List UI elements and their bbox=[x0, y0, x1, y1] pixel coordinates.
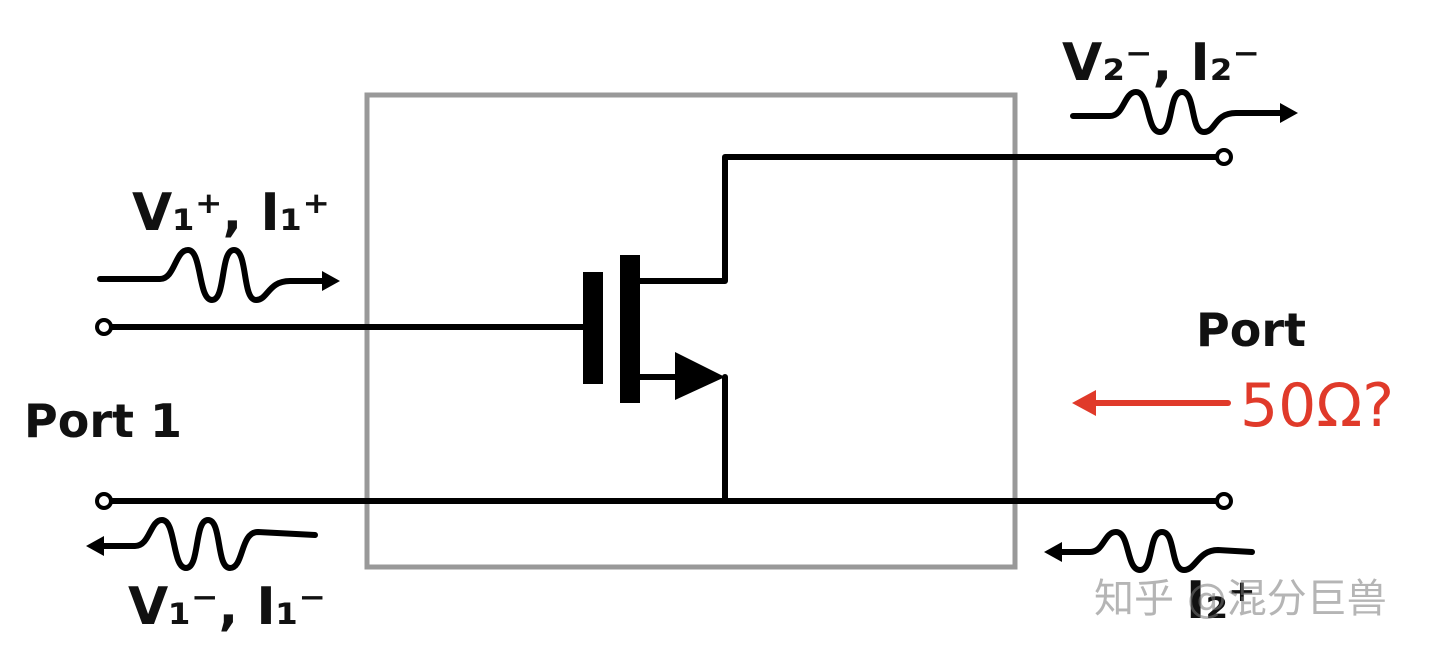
incident-wave-port2 bbox=[1057, 529, 1255, 573]
incident-wave-port1-arrowhead bbox=[322, 271, 340, 291]
impedance-question-label: 50Ω? bbox=[1240, 371, 1394, 441]
port2-label: Port bbox=[1196, 303, 1306, 357]
watermark: 知乎 @混分巨兽 bbox=[1094, 576, 1387, 622]
port1-reflected-label: V₁⁻, I₁⁻ bbox=[128, 577, 326, 637]
two-port-box bbox=[364, 92, 1018, 570]
port2-bottom-terminal bbox=[1215, 492, 1233, 510]
port2-top-terminal bbox=[1215, 148, 1233, 166]
incident-wave-port1 bbox=[97, 247, 328, 303]
transistor-gate bbox=[583, 272, 603, 384]
port1-bottom-terminal bbox=[95, 492, 113, 510]
port1-top-terminal bbox=[95, 318, 113, 336]
outgoing-wave-port2-arrowhead bbox=[1280, 103, 1298, 123]
port2-incident-label: I₂⁺ bbox=[1186, 571, 1256, 631]
drain-wire bbox=[637, 154, 1227, 284]
port1-incident-label: V₁⁺, I₁⁺ bbox=[132, 183, 330, 243]
incident-wave-port2-arrowhead bbox=[1044, 542, 1062, 562]
reflected-wave-port1 bbox=[97, 517, 318, 571]
outgoing-wave-port2 bbox=[1070, 89, 1285, 135]
source-arrow bbox=[675, 352, 725, 400]
transistor-channel bbox=[620, 255, 640, 403]
reflected-wave-port1-arrowhead bbox=[86, 536, 104, 556]
port2-outgoing-label: V₂⁻, I₂⁻ bbox=[1062, 33, 1260, 93]
impedance-arrowhead bbox=[1072, 390, 1096, 416]
port1-label: Port 1 bbox=[24, 394, 182, 448]
